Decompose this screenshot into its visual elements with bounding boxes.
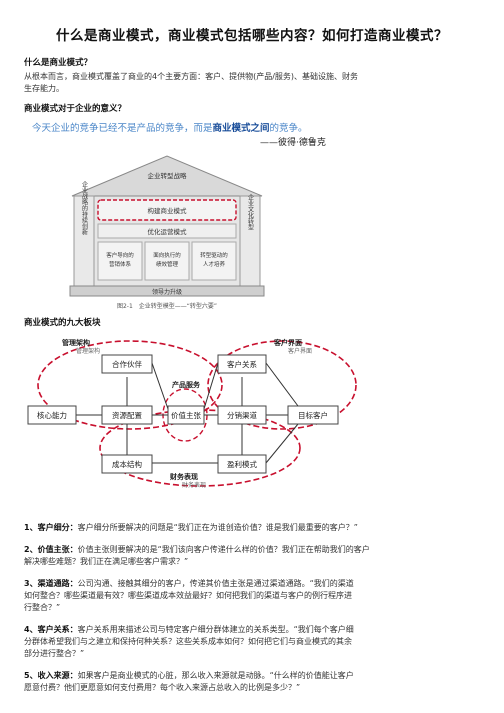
quote-author: ——彼得·德鲁克	[260, 138, 326, 148]
channels-box	[217, 405, 267, 425]
col2-label: 面向执行的绩效管理	[153, 251, 181, 268]
business-model-band	[97, 199, 237, 221]
house-base	[69, 285, 265, 297]
item-label: 客户细分：	[37, 523, 78, 532]
talent-column	[191, 241, 237, 281]
item-channels-line2: 如何整合？哪些渠道最有效？哪些渠道成本效益最好？如何把我们的渠道与客户的例行程序…	[24, 591, 352, 600]
partners-label: 合作伙伴	[112, 359, 142, 369]
link-value-relations	[203, 362, 219, 410]
item-label: 渠道通路：	[37, 579, 78, 588]
house-diagram: 企业转型战略 企业战略的持续创新 企业文化转型 构建商业模式 优化运营模式 客户…	[69, 155, 265, 310]
performance-column	[144, 241, 190, 281]
page-title: 什么是商业模式，商业模式包括哪些内容？如何打造商业模式？	[56, 28, 448, 44]
value-proposition-label: 价值主张	[171, 410, 201, 420]
base-label: 领导力升级	[152, 288, 182, 296]
figure-caption: 图2-1 企业转型模型——“转型六要”	[117, 302, 217, 310]
item-label: 收入来源：	[37, 671, 78, 680]
nine-blocks-figure: 管理架构 管理架构 客户界面 客户界面 产品服务 财务表现 财务表现 合作伙伴	[20, 333, 360, 491]
item-num: 3、	[24, 579, 38, 588]
item-text: 公司沟通、接触其细分的客户，传递其价值主张是通过渠道通路。“我们的渠道	[77, 579, 354, 588]
group-finance-label: 财务表现	[169, 472, 198, 481]
cost-structure-label: 成本结构	[112, 459, 142, 469]
business-model-label: 构建商业模式	[148, 206, 188, 215]
roof-label: 企业转型战略	[148, 171, 188, 180]
section-heading-nine-blocks: 商业模式的九大板块	[24, 318, 101, 328]
key-resources-label: 资源配置	[112, 410, 142, 420]
channels-label: 分销渠道	[227, 410, 257, 420]
quote-emphasis: 商业模式之间	[212, 123, 270, 134]
core-capability-box	[27, 405, 77, 425]
customer-loop	[207, 340, 357, 430]
item-text: 客户关系用来描述公司与特定客户细分群体建立的关系类型。“我们每个客户细	[77, 625, 354, 634]
core-capability-label: 核心能力	[37, 410, 67, 420]
partners-box	[101, 354, 153, 374]
revenue-box	[217, 454, 267, 474]
item-value-proposition: 2、价值主张：价值主张则要解决的是“我们该向客户传递什么样的价值？我们正在帮助我…	[24, 544, 484, 556]
quote-post: 的竞争。	[269, 123, 308, 134]
key-resources-box	[101, 405, 153, 425]
group-mgmt-sublabel: 管理架构	[76, 347, 100, 355]
customer-relationships-box	[217, 354, 267, 374]
item-num: 1、	[24, 523, 38, 532]
item-text: 客户细分所要解决的问题是“我们正在为谁创造价值？谁是我们最重要的客户？”	[77, 523, 358, 532]
item-channels: 3、渠道通路：公司沟通、接触其细分的客户，传递其价值主张是通过渠道通路。“我们的…	[24, 578, 484, 590]
item-text: 如果客户是商业模式的心脏，那么收入来源就是动脉。“什么样的价值能让客户	[77, 671, 354, 680]
col3-label: 转型驱动的人才培养	[200, 251, 228, 268]
connector-lines	[76, 362, 299, 464]
nine-blocks-diagram: 管理架构 管理架构 客户界面 客户界面 产品服务 财务表现 财务表现 合作伙伴	[27, 338, 357, 489]
item-num: 2、	[24, 545, 38, 554]
group-finance-sublabel: 财务表现	[182, 481, 206, 489]
marketing-column	[97, 241, 143, 281]
link-revenue-segments	[265, 423, 299, 464]
section-body-what-line1: 从根本而言，商业模式覆盖了商业的4个主要方面：客户、提供物(产品/服务)、基础设…	[24, 72, 359, 81]
house-figure: 今天企业的竞争已经不是产品的竞争，而是商业模式之间的竞争。 ——彼得·德鲁克 企…	[22, 120, 326, 310]
right-pillar-label: 企业文化转型	[247, 193, 254, 230]
item-relationships-line3: 部分进行整合？”	[24, 649, 85, 658]
item-label: 价值主张：	[37, 545, 78, 554]
mgmt-loop	[37, 340, 223, 430]
item-value-proposition-line2: 解决哪些难题？我们正在满足哪些客户需求？”	[24, 557, 189, 566]
col1-label: 客户导向的营销体系	[106, 251, 134, 268]
col2-line1: 面向执行的	[153, 251, 181, 259]
group-customer-sublabel: 客户界面	[288, 347, 312, 355]
item-label: 客户关系：	[37, 625, 78, 634]
cost-structure-box	[101, 454, 153, 474]
operation-band	[97, 223, 237, 239]
drucker-quote: 今天企业的竞争已经不是产品的竞争，而是商业模式之间的竞争。	[32, 120, 308, 134]
finance-loop	[99, 409, 301, 487]
col3-line2: 人才培养	[203, 260, 226, 268]
item-num: 4、	[24, 625, 38, 634]
col1-line1: 客户导向的	[106, 251, 134, 259]
section-heading-meaning: 商业模式对于企业的意义？	[24, 104, 127, 114]
customer-relationships-label: 客户关系	[227, 359, 257, 369]
item-segments: 1、客户细分：客户细分所要解决的问题是“我们正在为谁创造价值？谁是我们最重要的客…	[24, 522, 484, 534]
revenue-label: 盈利模式	[227, 459, 257, 469]
segments-box	[287, 405, 339, 425]
link-partners-value	[151, 362, 169, 410]
section-body-what-line2: 生存能力。	[24, 84, 64, 93]
item-num: 5、	[24, 671, 38, 680]
group-product-label: 产品服务	[172, 380, 201, 389]
block-labels: 合作伙伴 核心能力 资源配置 价值主张 客户关系 分销渠道 目标客户 成本结构 …	[37, 359, 328, 469]
item-relationships: 4、客户关系：客户关系用来描述公司与特定客户细分群体建立的关系类型。“我们每个客…	[24, 624, 484, 636]
item-channels-line3: 行整合？”	[24, 603, 61, 612]
left-pillar-label: 企业战略的持续创新	[81, 180, 88, 236]
section-heading-what: 什么是商业模式？	[24, 58, 93, 68]
operation-label: 优化运营模式	[148, 227, 188, 236]
item-text: 价值主张则要解决的是“我们该向客户传递什么样的价值？我们正在帮助我们的客户	[77, 545, 370, 554]
segments-label: 目标客户	[298, 410, 328, 420]
group-customer-label: 客户界面	[273, 338, 302, 347]
item-revenue-line2: 愿意付费？他们更愿意如何支付费用？每个收入来源占总收入的比例是多少？”	[24, 683, 301, 692]
item-revenue: 5、收入来源：如果客户是商业模式的心脏，那么收入来源就是动脉。“什么样的价值能让…	[24, 670, 484, 682]
block-boxes	[27, 354, 339, 474]
col2-line2: 绩效管理	[156, 260, 179, 268]
col1-line2: 营销体系	[109, 260, 132, 268]
value-proposition-box	[167, 405, 205, 425]
item-relationships-line2: 分群体希望我们与之建立和保持何种关系？这些关系成本如何？如何把它们与商业模式的其…	[24, 637, 352, 646]
col3-line1: 转型驱动的	[200, 251, 228, 259]
quote-pre: 今天企业的竞争已经不是产品的竞争，而是	[32, 123, 213, 134]
link-relations-segments	[265, 362, 299, 407]
group-mgmt-label: 管理架构	[62, 338, 90, 347]
